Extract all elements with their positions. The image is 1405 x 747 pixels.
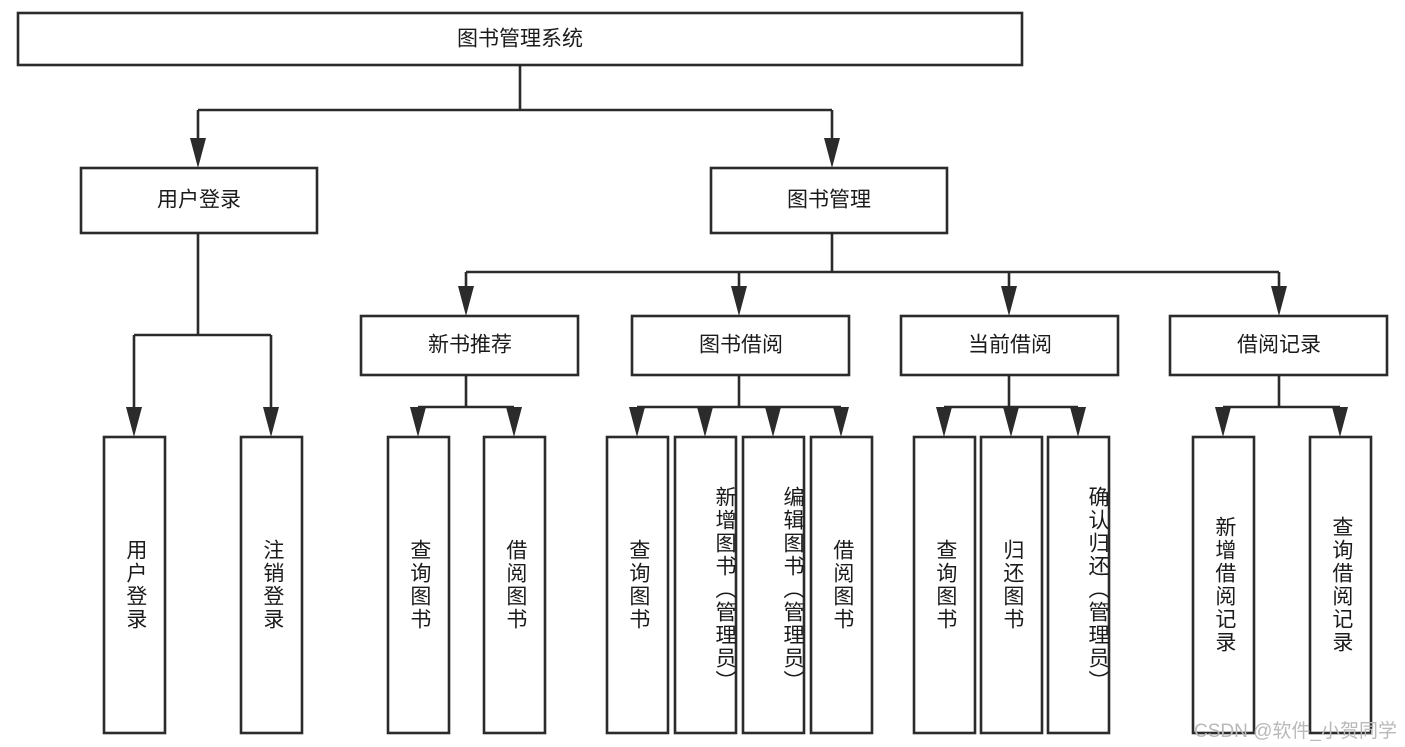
connector-new-book-to-leaves: [410, 375, 522, 437]
leaf-box-add-borrow-record[interactable]: [1191, 435, 1256, 735]
node-borrow-record[interactable]: 借阅记录: [1168, 314, 1389, 377]
connector-user-login-to-leaves: [126, 233, 279, 437]
node-book-borrow-label: 图书借阅: [699, 334, 783, 357]
connector-root-to-level2: [190, 65, 840, 168]
node-borrow-record-label: 借阅记录: [1237, 334, 1321, 357]
connector-book-mgmt-to-level3: [458, 233, 1287, 316]
node-new-book-recommend-label: 新书推荐: [428, 334, 512, 357]
leaf-box-return-book[interactable]: [979, 435, 1044, 735]
node-book-management[interactable]: 图书管理: [709, 166, 949, 235]
node-current-borrow[interactable]: 当前借阅: [899, 314, 1120, 377]
node-root-system[interactable]: 图书管理系统: [16, 11, 1024, 67]
leaf-box-borrow-book-2[interactable]: [809, 435, 874, 735]
leaf-box-borrow-book-1[interactable]: [482, 435, 547, 735]
node-book-management-label: 图书管理: [787, 189, 871, 212]
connector-current-borrow-to-leaves: [936, 375, 1086, 437]
leaf-box-query-book-1[interactable]: [386, 435, 451, 735]
leaf-box-logout[interactable]: [239, 435, 304, 735]
node-current-borrow-label: 当前借阅: [968, 334, 1052, 357]
leaf-box-query-book-2[interactable]: [605, 435, 670, 735]
connector-book-borrow-to-leaves: [629, 375, 849, 437]
node-root-label: 图书管理系统: [457, 28, 583, 51]
leaf-box-add-book-admin[interactable]: [673, 435, 738, 735]
node-user-login[interactable]: 用户登录: [79, 166, 319, 235]
connector-borrow-record-to-leaves: [1215, 375, 1348, 437]
leaf-box-query-book-3[interactable]: [912, 435, 977, 735]
leaf-box-edit-book-admin[interactable]: [741, 435, 806, 735]
leaf-box-confirm-return-admin[interactable]: [1046, 435, 1111, 735]
node-user-login-label: 用户登录: [157, 189, 241, 212]
node-book-borrow[interactable]: 图书借阅: [630, 314, 851, 377]
leaf-box-query-borrow-record[interactable]: [1308, 435, 1373, 735]
leaf-box-user-login[interactable]: [102, 435, 167, 735]
node-new-book-recommend[interactable]: 新书推荐: [359, 314, 580, 377]
